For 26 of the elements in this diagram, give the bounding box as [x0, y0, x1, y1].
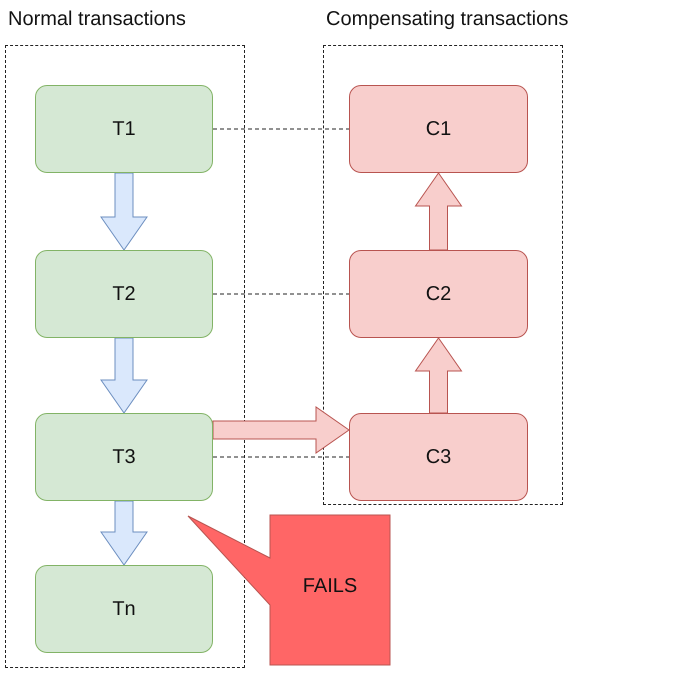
transaction-box — [35, 250, 213, 338]
group-heading: Normal transactions — [8, 8, 186, 31]
transaction-box — [349, 413, 528, 501]
block-arrow — [414, 337, 462, 414]
group-heading: Compensating transactions — [326, 8, 568, 31]
step-label: T2 — [112, 282, 136, 306]
step-label: T1 — [112, 118, 136, 140]
block-arrow — [212, 406, 350, 454]
transaction-box — [35, 565, 213, 653]
block-arrow — [100, 172, 148, 251]
block-arrow — [414, 172, 462, 250]
step-label: C2 — [426, 282, 452, 306]
step-label: C3 — [426, 446, 452, 468]
dashed-connector — [212, 456, 350, 458]
callout-text: FAILS — [302, 575, 358, 598]
transaction-box — [35, 413, 213, 501]
transaction-box — [349, 250, 528, 338]
transaction-box — [349, 85, 528, 173]
step-label: C1 — [426, 118, 452, 140]
block-arrow — [100, 500, 148, 566]
block-arrow — [100, 338, 148, 414]
transaction-box — [35, 85, 213, 173]
step-label: T3 — [112, 446, 136, 468]
callout-shape — [185, 515, 390, 665]
dashed-connector — [212, 128, 350, 130]
step-label: Tn — [112, 598, 136, 620]
